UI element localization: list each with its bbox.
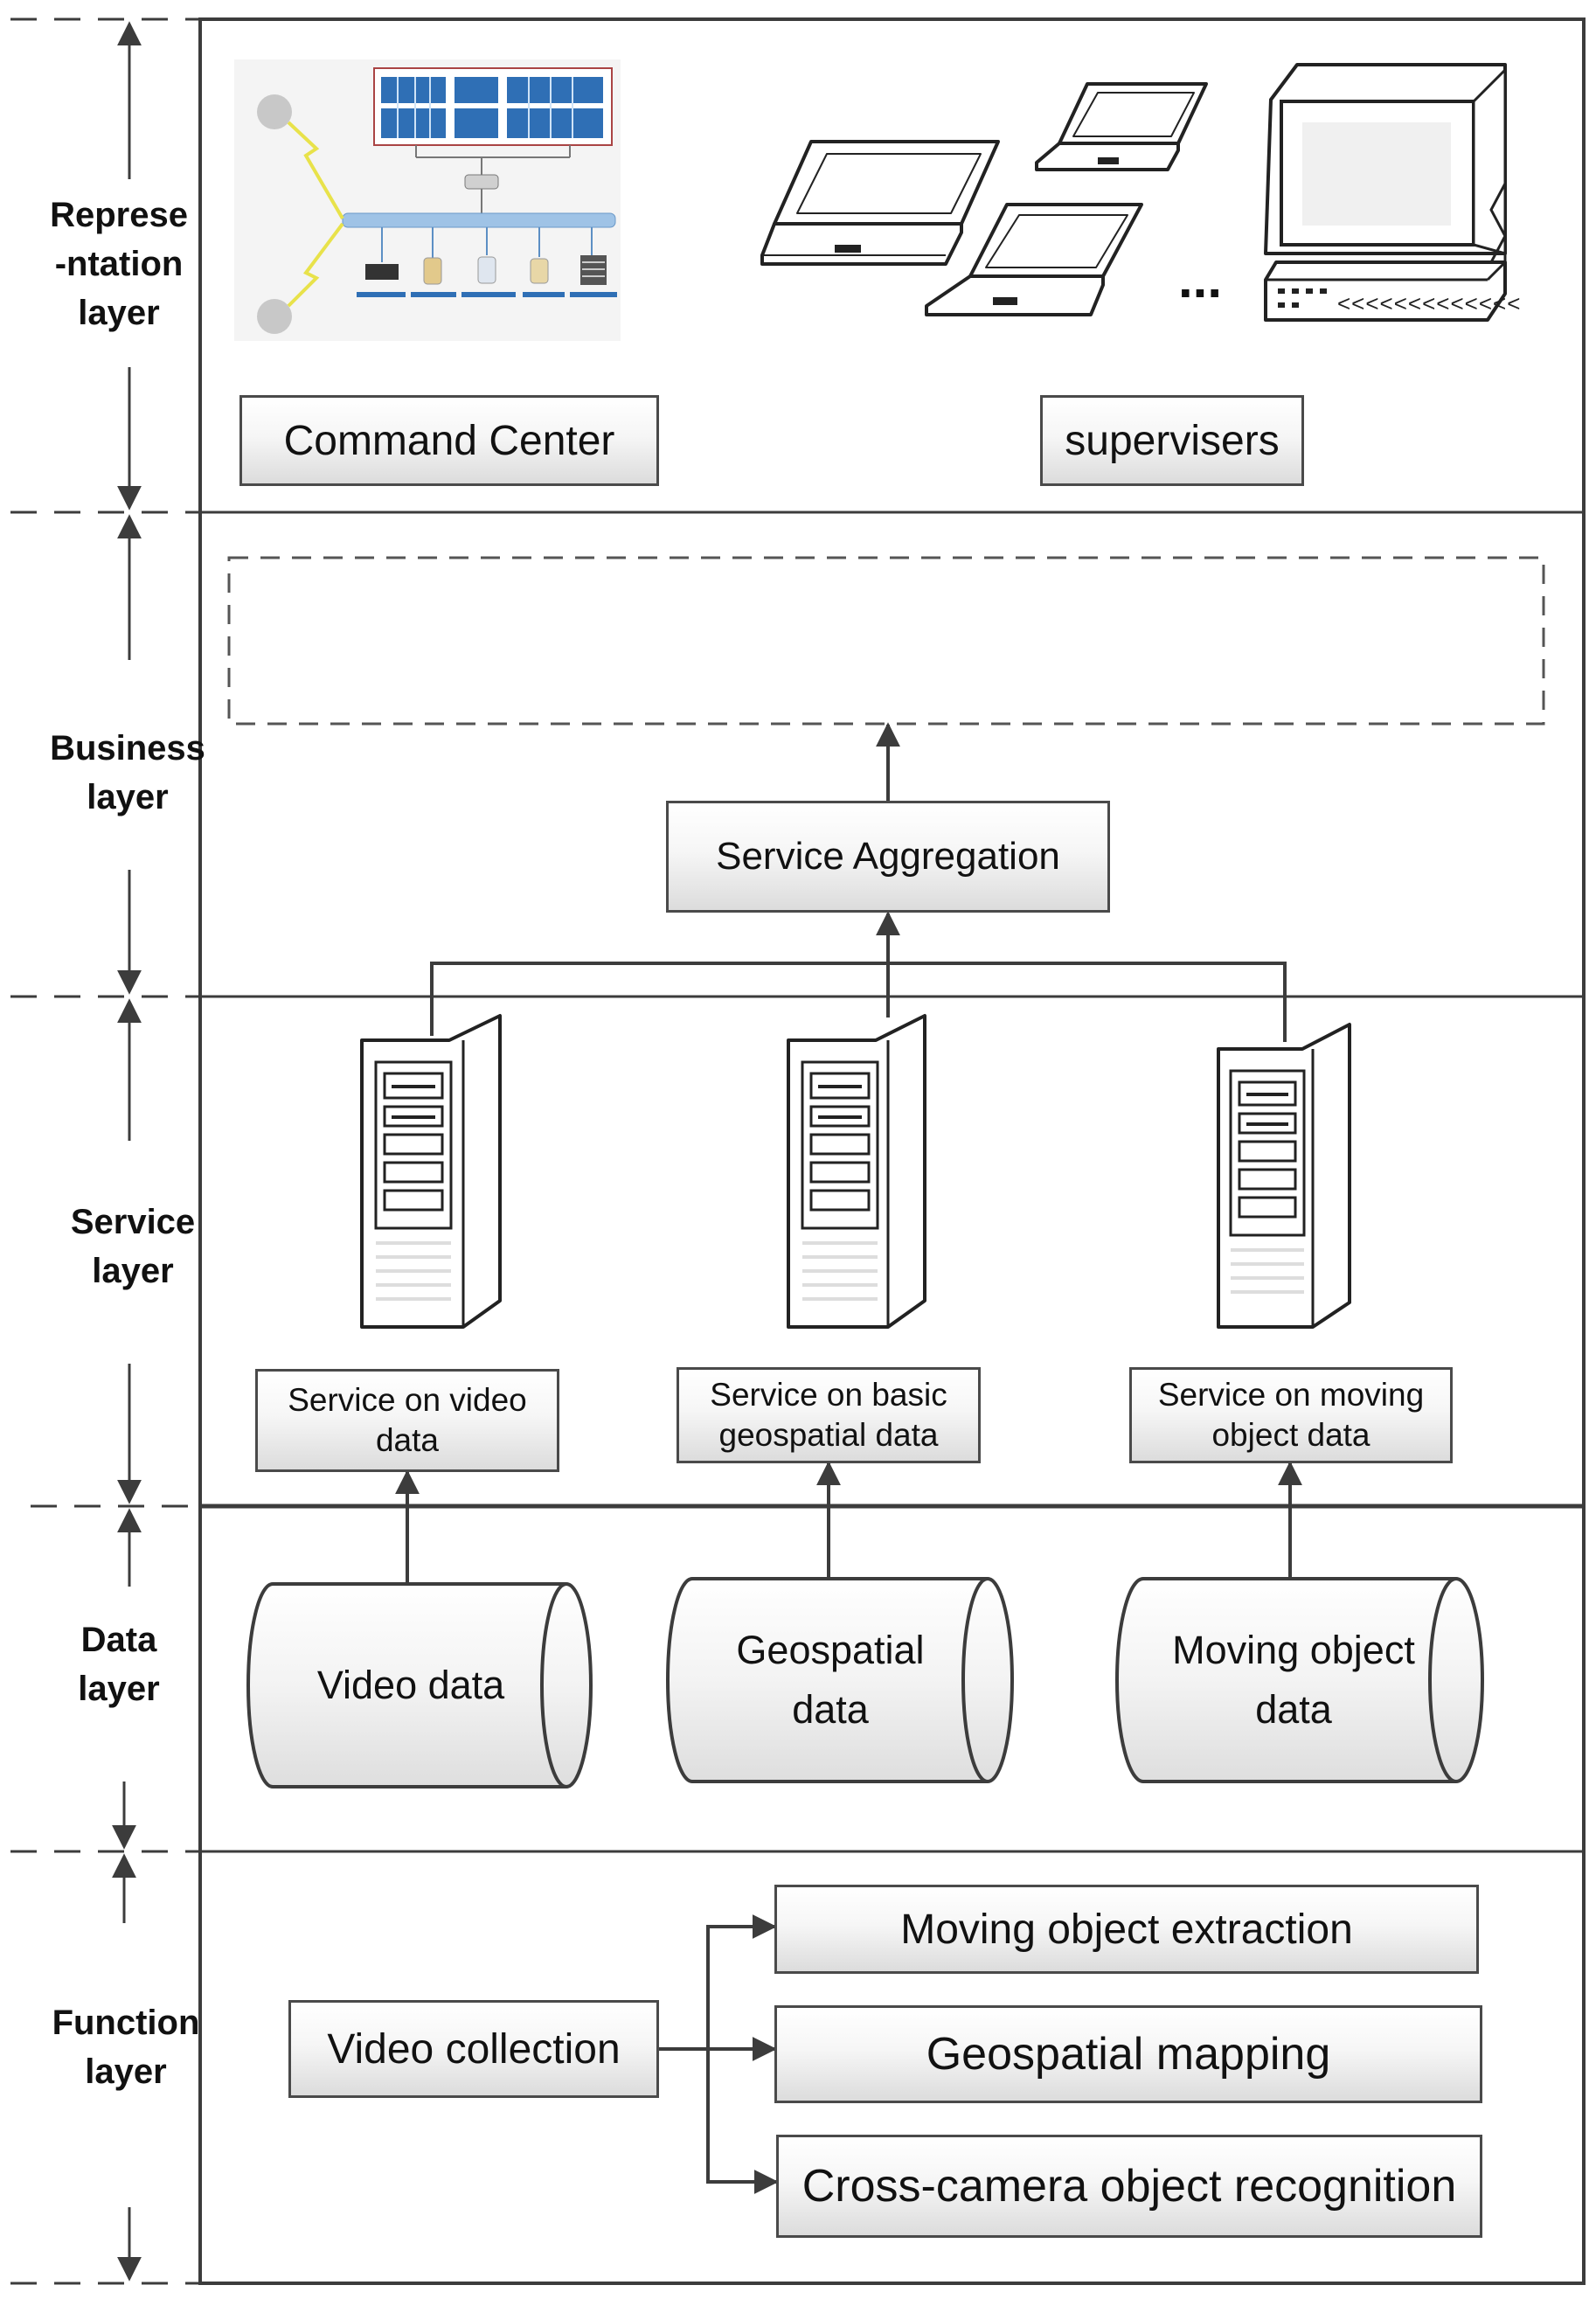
cylinder-line: Moving object xyxy=(1172,1628,1415,1672)
service-line: data xyxy=(375,1422,439,1458)
layer-label-line: layer xyxy=(85,2052,167,2091)
cylinder-line: data xyxy=(1255,1687,1332,1732)
layer-label-line: layer xyxy=(78,294,160,332)
layer-label-line: -ntation xyxy=(54,245,184,283)
cylinder-label-moving-object: Moving object data xyxy=(1136,1579,1451,1782)
layer-label-line: layer xyxy=(92,1252,174,1290)
cylinder-line: Geospatial xyxy=(736,1628,925,1672)
layer-label-line: layer xyxy=(87,778,169,816)
cylinder-moving-object-data xyxy=(1115,1577,1484,1783)
command-center-box: Command Center xyxy=(239,395,659,486)
layer-label-line: Data xyxy=(80,1621,157,1659)
server-icon-3 xyxy=(1217,1023,1351,1329)
cylinder-label-video: Video data xyxy=(262,1584,559,1787)
layer-label-line: Business xyxy=(50,729,205,767)
server-icon-1 xyxy=(360,1014,502,1329)
service-aggregation-box: Service Aggregation xyxy=(666,801,1110,913)
laptop-icon-3 xyxy=(925,203,1143,316)
outer-frame xyxy=(198,17,1586,2285)
service-line: Service on moving xyxy=(1157,1377,1425,1413)
layer-label-line: Service xyxy=(70,1203,196,1241)
ellipsis-text: ... xyxy=(1177,250,1222,309)
geospatial-mapping-box: Geospatial mapping xyxy=(774,2005,1482,2103)
layer-label-business: Business layer xyxy=(40,724,215,822)
layer-label-line: layer xyxy=(78,1670,160,1708)
network-bus xyxy=(342,212,616,228)
svg-text:<<<<<<<<<<<<<: <<<<<<<<<<<<< xyxy=(1337,290,1521,316)
layer-label-data: Data layer xyxy=(31,1615,206,1713)
service-line: Service on video xyxy=(288,1382,527,1418)
business-placeholder-box xyxy=(227,556,1545,726)
layer-label-line: Function xyxy=(52,2004,200,2042)
moving-object-extraction-box: Moving object extraction xyxy=(774,1885,1479,1974)
service-box-moving-object: Service on moving object data xyxy=(1129,1367,1453,1463)
cylinder-geospatial-data xyxy=(666,1577,1014,1783)
layer-label-line: Represe xyxy=(50,196,188,234)
desktop-computer-icon: <<<<<<<<<<<<< xyxy=(1264,63,1521,322)
command-center-illustration xyxy=(234,59,621,341)
cylinder-line: data xyxy=(792,1687,869,1732)
service-box-video: Service on video data xyxy=(255,1369,559,1472)
cylinder-line: Video data xyxy=(316,1663,505,1707)
layer-label-representation: Represe -ntation layer xyxy=(31,191,206,337)
supervisers-box: supervisers xyxy=(1040,395,1304,486)
cross-camera-recognition-box: Cross-camera object recognition xyxy=(776,2135,1482,2238)
service-line: geospatial data xyxy=(718,1417,939,1453)
layer-label-service: Service layer xyxy=(45,1198,220,1295)
cylinder-label-geospatial: Geospatial data xyxy=(682,1579,979,1782)
cylinder-video-data xyxy=(246,1582,593,1788)
service-line: Service on basic xyxy=(710,1377,947,1413)
layer-label-function: Function layer xyxy=(38,1998,213,2096)
server-icon-2 xyxy=(787,1014,926,1329)
service-box-geospatial: Service on basic geospatial data xyxy=(677,1367,981,1463)
laptop-icon-1 xyxy=(760,140,1000,266)
video-collection-box: Video collection xyxy=(288,2000,659,2098)
laptop-icon-2 xyxy=(1035,82,1208,171)
service-line: object data xyxy=(1211,1417,1370,1453)
